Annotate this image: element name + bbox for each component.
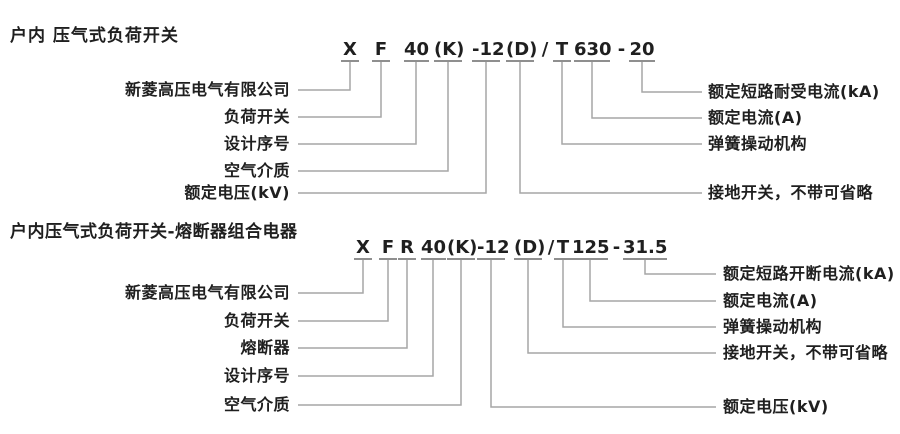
- model2-seg-315: 31.5: [623, 237, 668, 258]
- model1-seg-dash: -: [617, 39, 626, 60]
- s2-label-spring-mechanism: 弹簧操动机构: [723, 317, 823, 336]
- s1-label-air-medium: 空气介质: [223, 161, 290, 180]
- model1-seg-20: 20: [629, 39, 655, 60]
- section2-title: 户内压气式负荷开关-熔断器组合电器: [10, 222, 298, 242]
- s1-label-earthing-switch: 接地开关，不带可省略: [708, 183, 874, 202]
- s1-label-design-serial: 设计序号: [223, 134, 290, 153]
- model1-seg-d: (D): [506, 39, 538, 60]
- model1-seg-12: -12: [472, 39, 505, 60]
- s1-label-spring-mechanism: 弹簧操动机构: [708, 134, 808, 153]
- model2-seg-r: R: [400, 237, 414, 258]
- model1-seg-x: X: [343, 39, 357, 60]
- model2-seg-k: (K): [447, 237, 478, 258]
- model1-seg-40: 40: [404, 39, 430, 60]
- model1-seg-t: T: [555, 39, 569, 60]
- model2-seg-d: (D): [514, 237, 546, 258]
- s2-label-fuse: 熔断器: [240, 338, 290, 357]
- model2-seg-f: F: [381, 237, 395, 258]
- s2-label-breaking-current: 额定短路开断电流(kA): [723, 264, 895, 283]
- s1-label-rated-voltage: 额定电压(kV): [184, 183, 290, 202]
- s2-label-design-serial: 设计序号: [223, 366, 290, 385]
- s1-label-load-switch: 负荷开关: [223, 107, 290, 126]
- s1-label-withstand-current: 额定短路耐受电流(kA): [708, 82, 880, 101]
- s2-label-air-medium: 空气介质: [223, 395, 290, 414]
- model2-seg-125: 125: [572, 237, 610, 258]
- s2-label-rated-voltage: 额定电压(kV): [723, 397, 829, 416]
- model2-seg-slash: /: [547, 237, 555, 258]
- s2-label-manufacturer: 新菱高压电气有限公司: [124, 283, 290, 302]
- model2-seg-t: T: [556, 237, 570, 258]
- section1-title: 户内 压气式负荷开关: [10, 26, 179, 46]
- model2-seg-x: X: [356, 237, 370, 258]
- model1-seg-630: 630: [574, 39, 612, 60]
- s2-label-rated-current: 额定电流(A): [723, 291, 818, 310]
- model1-seg-f: F: [374, 39, 388, 60]
- s1-label-rated-current: 额定电流(A): [708, 108, 803, 127]
- model2-seg-40: 40: [421, 237, 447, 258]
- model1-seg-slash: /: [541, 39, 549, 60]
- s1-label-manufacturer: 新菱高压电气有限公司: [124, 80, 290, 99]
- s2-label-earthing-switch: 接地开关，不带可省略: [723, 343, 889, 362]
- model2-seg-12: -12: [477, 237, 510, 258]
- s2-label-load-switch: 负荷开关: [223, 311, 290, 330]
- model1-seg-k: (K): [434, 39, 465, 60]
- model2-seg-dash: -: [612, 237, 621, 258]
